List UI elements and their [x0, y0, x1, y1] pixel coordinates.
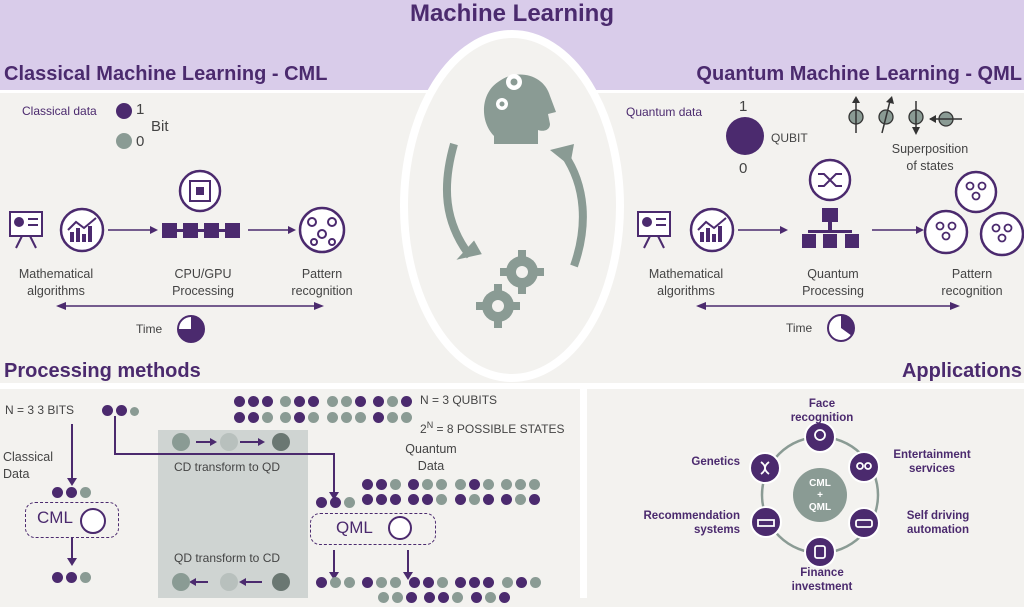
cml-step-pattern: Pattern recognition — [291, 267, 353, 298]
qd-dot-a — [172, 573, 190, 591]
cd-dot-b — [220, 433, 238, 451]
central-oval — [400, 30, 624, 382]
superposition-arrows-icon — [848, 96, 962, 135]
bit-label: Bit — [151, 118, 169, 135]
cd-dot-a — [172, 433, 190, 451]
classical-data-text: Classical Data — [3, 450, 54, 481]
algorithm-chart-icon — [689, 207, 735, 253]
quantum-grid-row-2 — [362, 494, 543, 505]
app-self-driving: Self driving automation — [906, 510, 970, 537]
applications-title: Applications — [901, 360, 1022, 382]
bit-zero: 0 — [136, 133, 145, 150]
qd-dot-c — [272, 573, 290, 591]
entertainment-icon — [848, 451, 880, 483]
qml-time-label: Time — [786, 321, 813, 335]
cml-time-clock-icon — [177, 315, 205, 343]
recommendation-icon — [750, 506, 782, 538]
app-finance: Finance investment — [791, 567, 853, 594]
qubit-zero: 0 — [739, 160, 748, 177]
page-title: Machine Learning — [409, 0, 615, 27]
algorithm-chart-icon — [59, 207, 105, 253]
qubit-one: 1 — [739, 98, 748, 115]
quantum-grid-row-1 — [362, 479, 543, 490]
processing-title: Processing methods — [4, 360, 201, 382]
finance-icon — [804, 536, 836, 568]
n-qubits-label: N = 3 QUBITS — [420, 393, 498, 407]
cml-flow — [9, 169, 346, 310]
car-icon — [848, 507, 880, 539]
quantum-processing-tree — [802, 208, 859, 248]
qd-to-cd-label: QD transform to CD — [174, 551, 281, 565]
qml-step-quantum: Quantum Processing — [802, 267, 864, 298]
cml-step-cpu: CPU/GPU Processing — [172, 267, 234, 298]
quantum-data-label: Quantum data — [626, 105, 703, 119]
cd-to-qd-label: CD transform to QD — [174, 460, 281, 474]
transform-panel — [158, 430, 308, 598]
app-recommendation: Recommendation systems — [643, 510, 741, 537]
qml-flow — [637, 158, 1024, 310]
presentation-chart-icon — [637, 211, 671, 249]
qml-step-math: Mathematical algorithms — [648, 267, 724, 298]
cml-step-math: Mathematical algorithms — [18, 267, 94, 298]
brain-head-icon — [483, 74, 556, 144]
qml-box-label: QML — [336, 518, 373, 537]
qubit-label: QUBIT — [771, 131, 808, 145]
qubit-states-row-2 — [234, 412, 415, 423]
processing-lines — [67, 416, 413, 586]
cml-box-label: CML — [37, 508, 73, 527]
cml-title: Classical Machine Learning - CML — [4, 63, 328, 85]
presentation-chart-icon — [9, 211, 43, 249]
qml-time-clock-icon — [827, 314, 855, 342]
bit-zero-dot — [116, 133, 132, 149]
shuffle-icon — [808, 158, 852, 202]
app-face: Face recognition — [790, 398, 854, 425]
cd-dot-c — [272, 433, 290, 451]
qml-box — [310, 513, 436, 545]
cml-box — [25, 502, 119, 538]
app-genetics: Genetics — [691, 456, 740, 468]
classical-output-dots — [52, 572, 94, 583]
cpu-chip-icon — [178, 169, 222, 213]
qml-title: Quantum Machine Learning - QML — [696, 63, 1022, 85]
quantum-input-dots — [316, 497, 358, 508]
bit-one-dot — [116, 103, 132, 119]
quantum-output-row-1 — [316, 577, 544, 588]
qubit-sphere — [726, 117, 764, 155]
qubit-states-row-1 — [234, 396, 415, 407]
divider — [580, 383, 587, 598]
cml-time-label: Time — [136, 322, 163, 336]
shuffle-icon — [388, 516, 412, 540]
superposition-label: Superposition of states — [891, 142, 969, 173]
applications-ring — [749, 421, 880, 568]
processing-blocks — [162, 223, 240, 238]
possible-states-label: 2N = 8 POSSIBLE STATES — [420, 420, 565, 436]
bit-one: 1 — [136, 101, 145, 118]
n-bits-label: N = 3 3 BITS — [5, 403, 75, 417]
divider — [0, 383, 1024, 389]
classical-dots — [52, 487, 94, 498]
bits-row — [102, 405, 142, 416]
classical-data-label: Classical data — [22, 104, 97, 118]
cpu-chip-icon — [80, 508, 106, 534]
pattern-network-icon — [298, 206, 346, 254]
hub-label: CML + QML — [808, 478, 832, 513]
app-entertainment: Entertainment services — [893, 449, 971, 476]
face-recognition-icon — [804, 421, 836, 453]
qml-step-pattern: Pattern recognition — [941, 267, 1003, 298]
qd-dot-b — [220, 573, 238, 591]
quantum-data-text: Quantum Data — [405, 442, 457, 473]
